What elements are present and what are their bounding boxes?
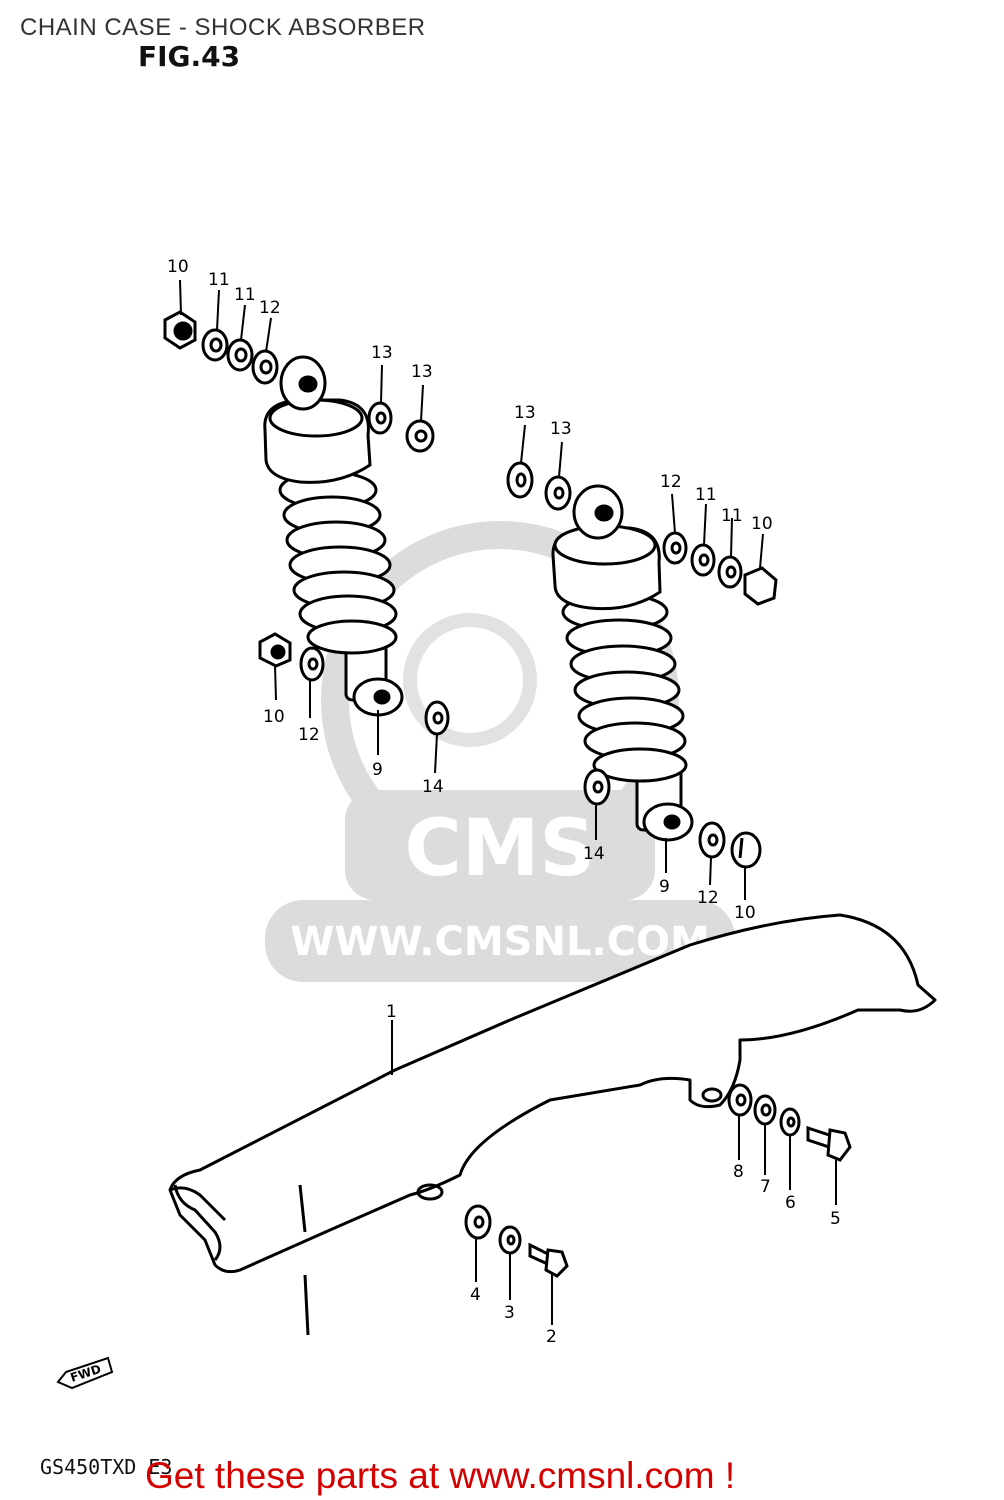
nut-10-top-right xyxy=(743,566,778,606)
callout-12-top-left: 12 xyxy=(259,298,281,318)
shock-absorber-left xyxy=(263,355,404,717)
cms-watermark: CMS WWW.CMSNL.COM xyxy=(265,521,735,982)
callout-13-c: 13 xyxy=(514,403,536,423)
callout-11-d: 11 xyxy=(721,506,743,526)
callout-6: 6 xyxy=(785,1193,796,1213)
washer-13-a xyxy=(367,401,393,435)
washer-11-c xyxy=(690,543,716,577)
leader-lines xyxy=(179,279,837,1325)
callout-13-d: 13 xyxy=(550,419,572,439)
cta-link[interactable]: Get these parts at www.cmsnl.com ! xyxy=(145,1455,736,1496)
washer-13-d xyxy=(544,475,572,511)
callout-12-top-right: 12 xyxy=(660,472,682,492)
washer-6 xyxy=(779,1107,801,1137)
callout-13-a: 13 xyxy=(371,343,393,363)
washer-14-right xyxy=(583,768,611,806)
callout-9-right: 9 xyxy=(659,877,670,897)
callout-11-b: 11 xyxy=(234,285,256,305)
callout-14-left: 14 xyxy=(422,777,444,797)
washer-11-a xyxy=(201,328,229,362)
callout-labels: 1 2 3 4 5 6 7 8 9 9 10 10 10 10 11 11 11… xyxy=(167,257,841,1347)
figure-number: FIG.43 xyxy=(138,40,241,73)
callout-7: 7 xyxy=(760,1177,771,1197)
washer-13-c xyxy=(506,461,534,499)
hardware-parts xyxy=(163,310,852,1278)
callout-2: 2 xyxy=(546,1327,557,1347)
callout-5: 5 xyxy=(830,1209,841,1229)
callout-11-a: 11 xyxy=(208,270,230,290)
nut-10-top-left xyxy=(163,310,197,350)
callout-12-left-bottom: 12 xyxy=(298,725,320,745)
callout-10-left-bottom: 10 xyxy=(263,707,285,727)
bolt-2 xyxy=(528,1242,569,1278)
washer-12-top-left xyxy=(251,349,279,385)
chain-case xyxy=(168,913,937,1336)
washer-3 xyxy=(498,1225,522,1255)
washer-14-left xyxy=(424,700,450,736)
washer-12-top-right xyxy=(662,531,688,565)
callout-9-left: 9 xyxy=(372,760,383,780)
callout-8: 8 xyxy=(733,1162,744,1182)
washer-12-right-bottom xyxy=(698,821,726,859)
washer-4 xyxy=(464,1204,492,1240)
watermark-url: WWW.CMSNL.COM xyxy=(290,919,710,965)
callout-14-right: 14 xyxy=(583,844,605,864)
callout-4: 4 xyxy=(470,1285,481,1305)
callout-11-c: 11 xyxy=(695,485,717,505)
bolt-5 xyxy=(806,1125,852,1162)
model-code: GS450TXD E3 xyxy=(40,1455,173,1479)
callout-10-right-bottom: 10 xyxy=(734,903,756,923)
washer-13-b xyxy=(405,419,435,453)
callout-10-top-right: 10 xyxy=(751,514,773,534)
washer-11-d xyxy=(717,555,743,589)
washer-12-left-bottom xyxy=(299,646,325,682)
nut-10-left-bottom xyxy=(258,632,292,668)
callout-10-top-left: 10 xyxy=(167,257,189,277)
page-title: CHAIN CASE - SHOCK ABSORBER xyxy=(20,14,426,41)
callout-1: 1 xyxy=(386,1002,397,1022)
shock-absorber-right xyxy=(551,484,694,842)
nut-10-right-bottom xyxy=(730,831,762,869)
washer-7 xyxy=(753,1094,777,1126)
forward-direction-marker: FWD xyxy=(56,1356,114,1390)
washer-11-b xyxy=(226,338,254,372)
callout-3: 3 xyxy=(504,1303,515,1323)
watermark-brand: CMS xyxy=(404,804,595,894)
washer-8 xyxy=(727,1083,753,1117)
callout-13-b: 13 xyxy=(411,362,433,382)
callout-12-right-bottom: 12 xyxy=(697,888,719,908)
